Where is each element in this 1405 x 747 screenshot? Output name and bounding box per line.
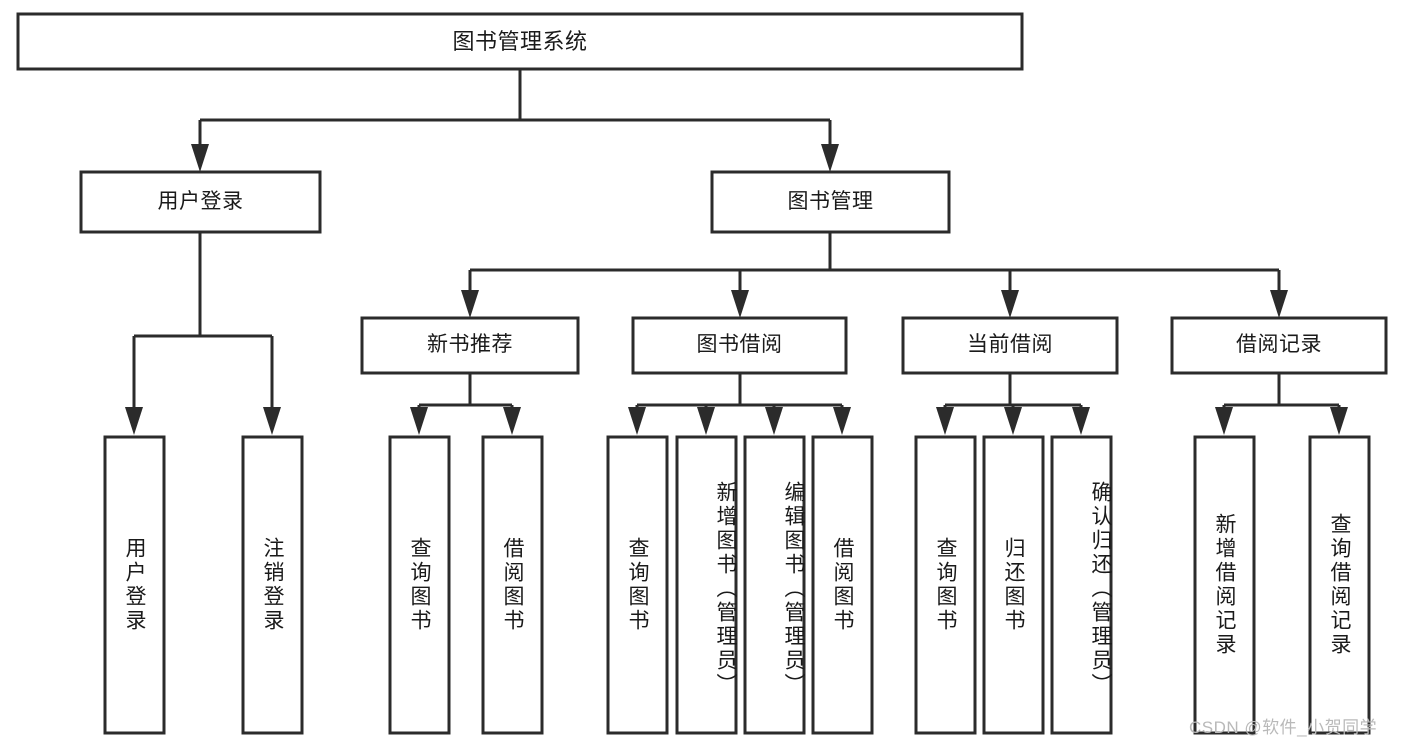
leaf-box-query-book-2[interactable]: [606, 435, 669, 735]
connector-current-borrow-to-leaves: [936, 373, 1090, 435]
node-box-user-login[interactable]: [79, 170, 322, 234]
leaf-box-add-record[interactable]: [1193, 435, 1256, 735]
leaf-box-query-book-1[interactable]: [388, 435, 451, 735]
connector-new-book-recommend-to-leaves: [410, 373, 521, 435]
connector-user-login-to-leaves: [125, 232, 281, 435]
leaf-box-return-book[interactable]: [982, 435, 1045, 735]
leaf-box-user-login[interactable]: [103, 435, 166, 735]
leaf-box-query-book-3[interactable]: [914, 435, 977, 735]
leaf-box-edit-book[interactable]: [743, 435, 806, 735]
node-box-new-book-recommend[interactable]: [360, 316, 580, 375]
leaf-box-borrow-book-1[interactable]: [481, 435, 544, 735]
leaf-box-logout[interactable]: [241, 435, 304, 735]
leaf-box-query-record[interactable]: [1308, 435, 1371, 735]
leaf-box-confirm-return[interactable]: [1050, 435, 1113, 735]
node-box-book-borrow[interactable]: [631, 316, 848, 375]
connector-book-borrow-to-leaves: [628, 373, 851, 435]
node-box-borrow-record[interactable]: [1170, 316, 1388, 375]
node-box-root[interactable]: [16, 12, 1024, 71]
connector-borrow-record-to-leaves: [1215, 373, 1348, 435]
leaf-box-borrow-book-2[interactable]: [811, 435, 874, 735]
connector-root-to-level2: [191, 69, 839, 172]
node-box-current-borrow[interactable]: [901, 316, 1119, 375]
connector-book-manage-to-level3: [461, 232, 1288, 318]
leaf-box-add-book[interactable]: [675, 435, 738, 735]
node-box-book-manage[interactable]: [710, 170, 951, 234]
